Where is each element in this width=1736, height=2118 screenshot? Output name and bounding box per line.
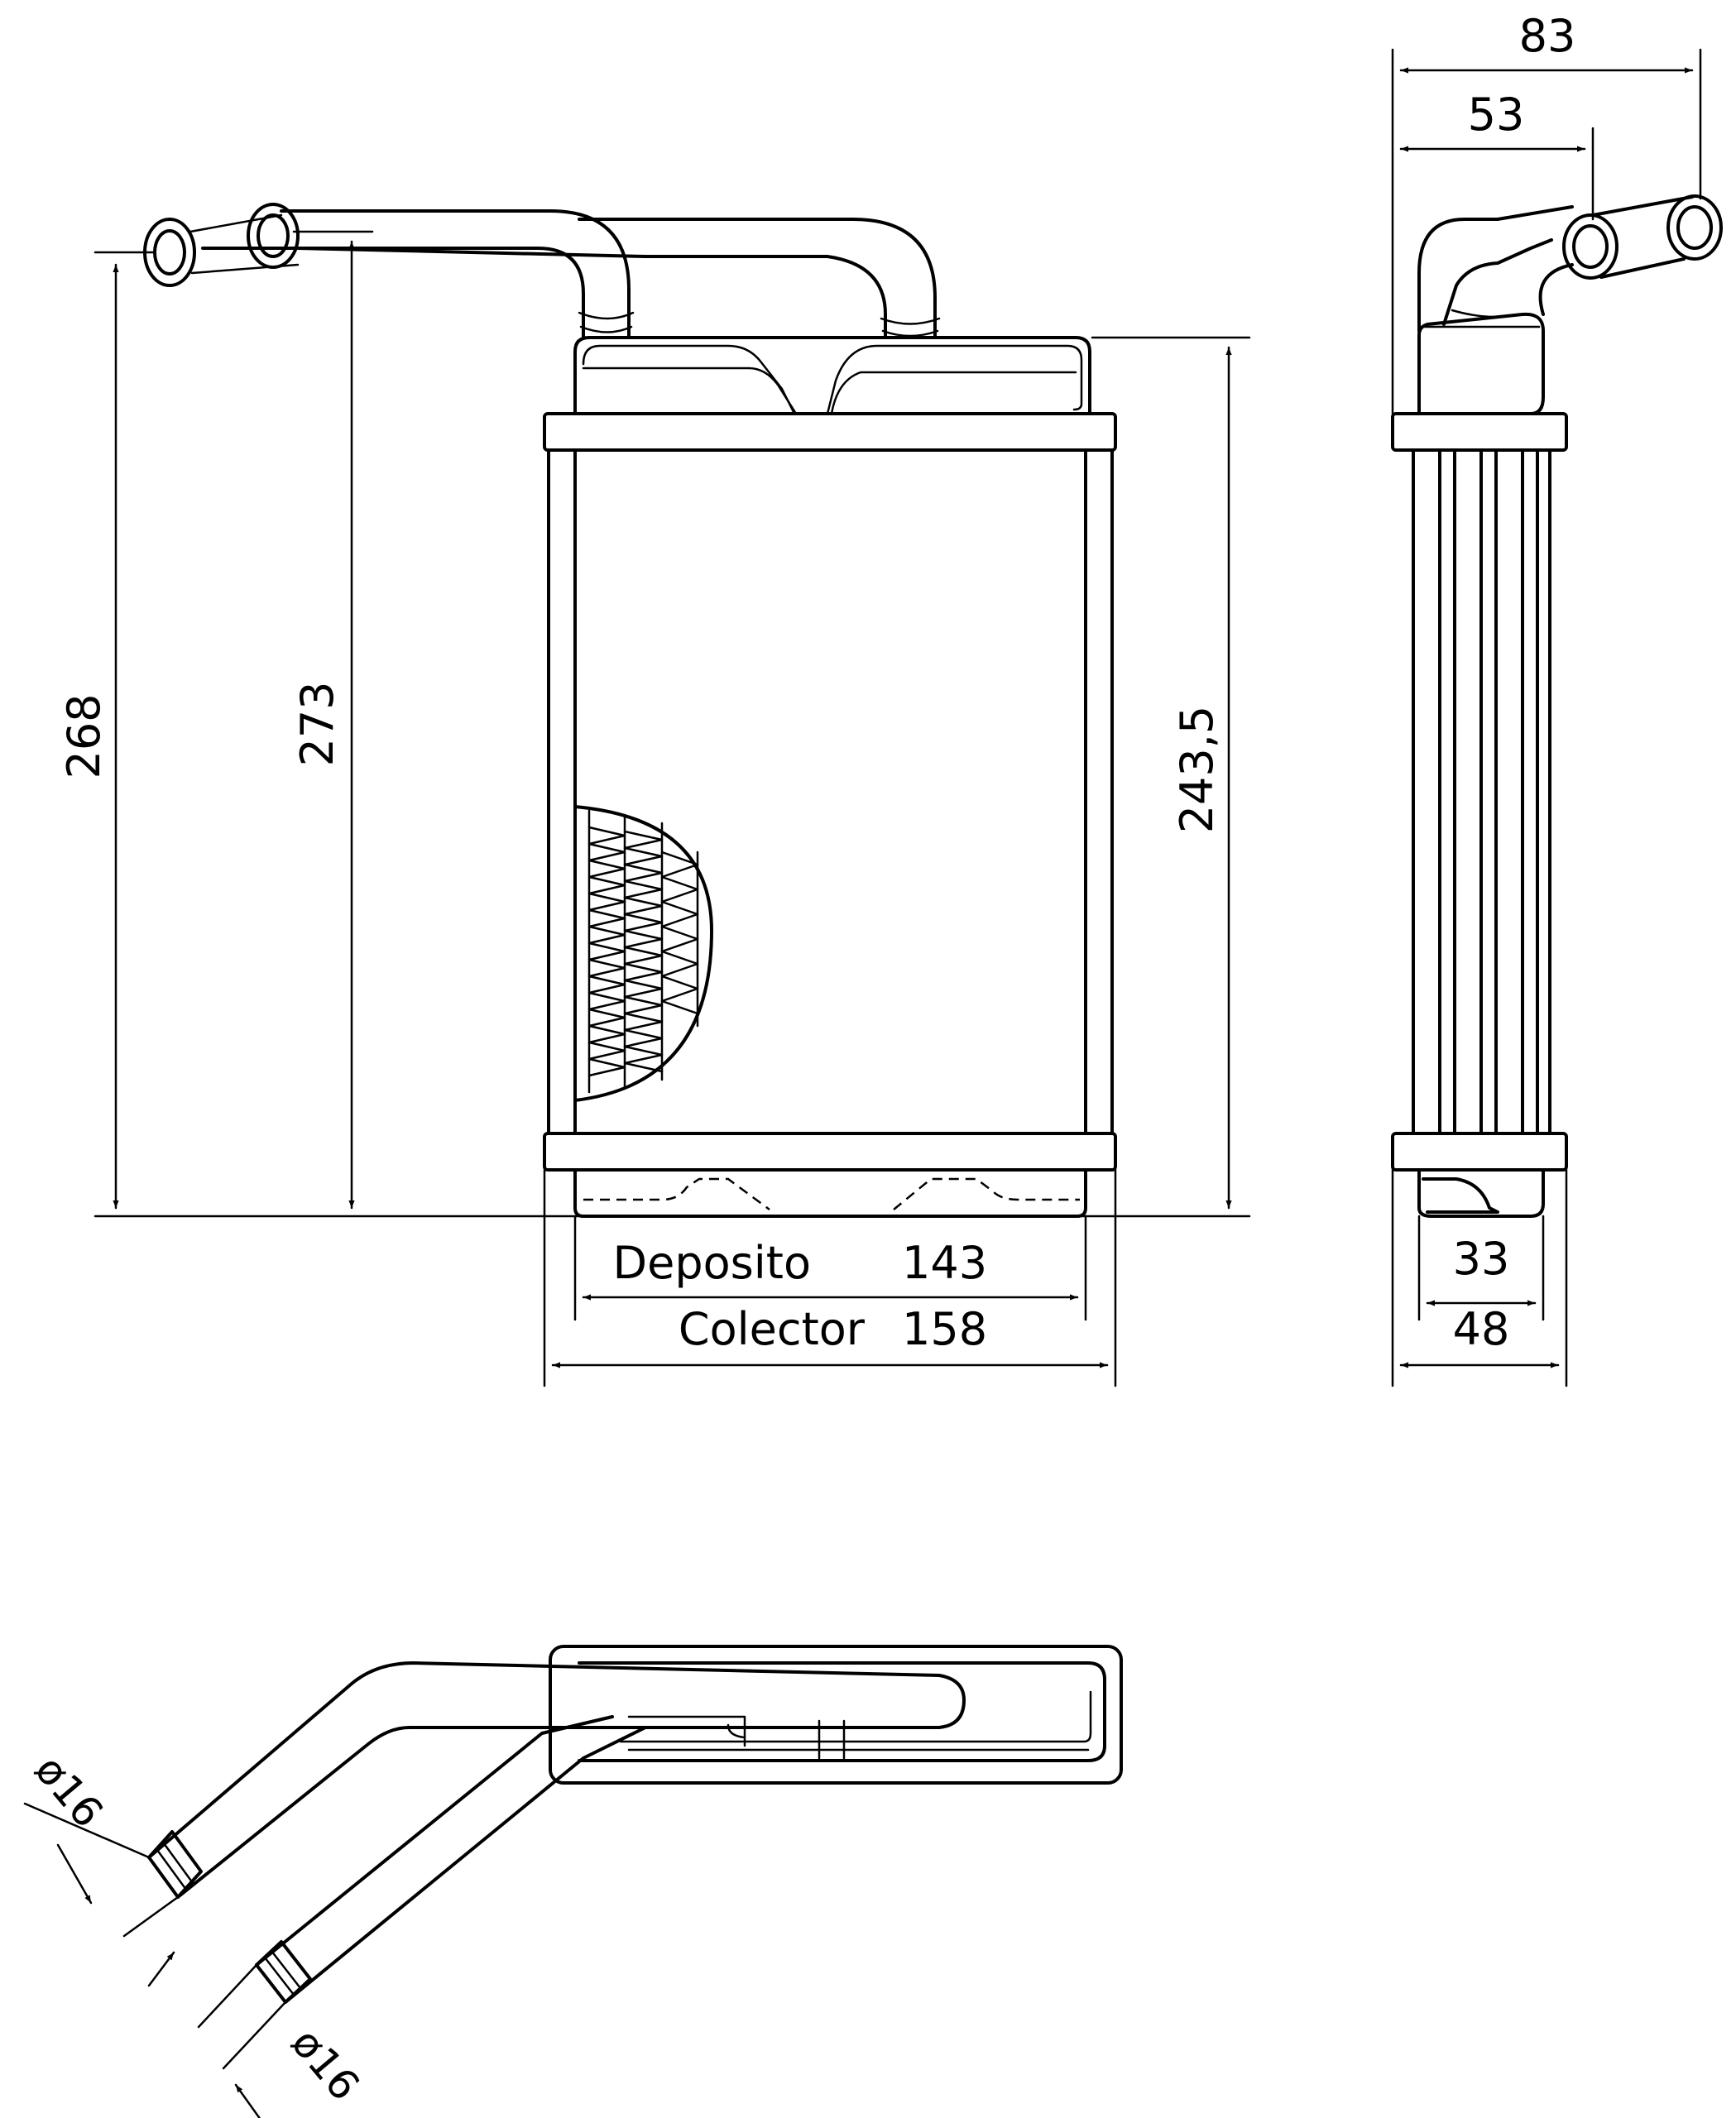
side-pipe-end-1 — [1562, 213, 1619, 280]
side-view: 83 53 33 48 — [1391, 10, 1723, 1387]
dim-268-label: 268 — [58, 693, 110, 779]
dim-273-label: 273 — [291, 681, 343, 766]
dim-dia-lower: ø16 — [197, 1963, 369, 2118]
dim-dia-lower-label: ø16 — [282, 2019, 369, 2109]
top-view-header — [549, 1645, 1123, 1785]
dim-deposito-label: Deposito — [613, 1237, 811, 1289]
left-side-rail — [547, 448, 577, 1135]
dim-273: 273 — [291, 230, 374, 1210]
top-header-plate — [543, 412, 1117, 452]
dim-33: 33 — [1417, 1215, 1545, 1321]
bottom-header-plate — [543, 1132, 1117, 1172]
top-view-pipes — [147, 1661, 966, 2004]
dim-colector-label: Colector — [679, 1303, 866, 1355]
right-side-rail — [1084, 448, 1114, 1135]
dim-colector: Colector 158 — [543, 1168, 1117, 1387]
bottom-tank — [573, 1168, 1087, 1218]
side-pipe-end-2 — [1666, 194, 1723, 261]
dim-243-5-label: 243,5 — [1171, 706, 1223, 834]
dim-48: 48 — [1391, 1168, 1568, 1387]
dim-53: 53 — [1399, 89, 1595, 221]
dim-268: 268 — [58, 251, 1251, 1218]
dim-colector-value: 158 — [902, 1303, 987, 1355]
top-view: ø16 ø16 — [23, 1645, 1123, 2118]
dim-deposito-value: 143 — [902, 1237, 987, 1289]
dim-dia-upper-label: ø16 — [26, 1746, 113, 1836]
dim-33-label: 33 — [1453, 1233, 1510, 1285]
front-pipes — [143, 203, 941, 339]
dim-deposito: Deposito 143 — [573, 1215, 1087, 1321]
dim-53-label: 53 — [1468, 89, 1525, 141]
top-tank — [573, 336, 1091, 415]
front-view: 268 273 243,5 Deposito 143 Colector — [58, 203, 1251, 1387]
dim-83-label: 83 — [1519, 10, 1576, 62]
dim-243-5: 243,5 — [1091, 336, 1251, 1210]
side-top-plate — [1391, 412, 1568, 452]
dim-48-label: 48 — [1453, 1303, 1510, 1355]
side-bottom-plate — [1391, 1132, 1568, 1172]
dim-83: 83 — [1391, 10, 1702, 415]
core-fin-cutaway — [573, 805, 713, 1102]
